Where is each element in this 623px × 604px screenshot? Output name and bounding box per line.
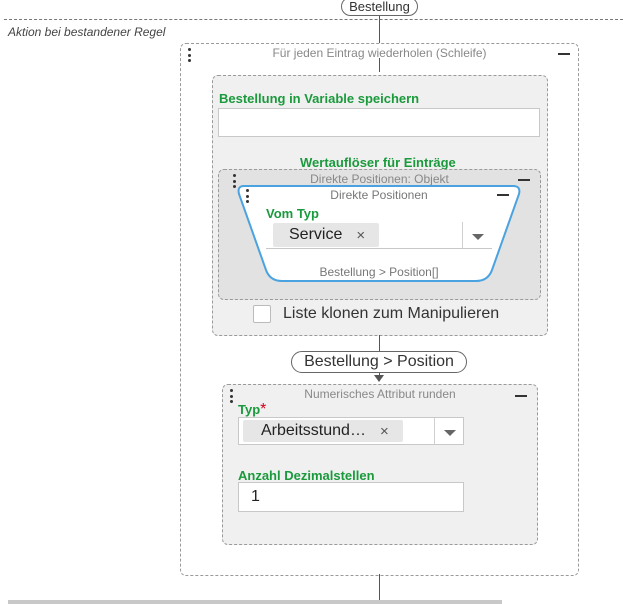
node-bestellung-position[interactable]: Bestellung > Position bbox=[291, 351, 467, 373]
decimals-label: Anzahl Dezimalstellen bbox=[238, 468, 375, 483]
clone-label: Liste klonen zum Manipulieren bbox=[283, 305, 500, 322]
kebab-menu-icon[interactable] bbox=[229, 389, 233, 403]
round-type-chip: Arbeitsstund… × bbox=[243, 420, 403, 442]
kebab-menu-icon[interactable] bbox=[187, 48, 191, 62]
node-bestellung[interactable]: Bestellung bbox=[341, 0, 418, 16]
close-icon[interactable]: × bbox=[379, 422, 389, 440]
type-chip-text: Service bbox=[289, 226, 343, 243]
section-title: Aktion bei bestandener Regel bbox=[8, 25, 166, 39]
loop-title: Für jeden Eintrag wiederholen (Schleife) bbox=[272, 46, 487, 60]
arrow-down-icon bbox=[374, 375, 384, 382]
round-type-label: Typ* bbox=[238, 401, 266, 419]
chevron-down-icon[interactable] bbox=[472, 234, 484, 240]
positions-title: Direkte Positionen bbox=[330, 188, 428, 202]
select-separator bbox=[462, 222, 463, 248]
round-block[interactable]: Numerisches Attribut runden bbox=[222, 384, 538, 545]
decimals-input[interactable]: 1 bbox=[238, 482, 464, 512]
round-type-chip-text: Arbeitsstund… bbox=[261, 422, 366, 439]
select-separator bbox=[434, 418, 435, 444]
horizontal-scrollbar[interactable] bbox=[8, 600, 502, 604]
kebab-menu-icon[interactable] bbox=[245, 189, 249, 203]
variable-name-input[interactable] bbox=[218, 108, 540, 137]
minus-icon[interactable] bbox=[497, 194, 509, 196]
minus-icon[interactable] bbox=[515, 395, 527, 397]
minus-icon[interactable] bbox=[518, 179, 530, 181]
connector-loop bbox=[379, 58, 380, 72]
kebab-menu-icon[interactable] bbox=[232, 174, 236, 188]
clone-checkbox[interactable] bbox=[253, 305, 271, 323]
close-icon[interactable]: × bbox=[356, 226, 366, 244]
type-label: Vom Typ bbox=[266, 206, 319, 221]
round-type-label-text: Typ bbox=[238, 402, 261, 417]
decimals-value: 1 bbox=[251, 488, 260, 505]
save-variable-label: Bestellung in Variable speichern bbox=[219, 91, 420, 106]
required-mark: * bbox=[260, 401, 267, 418]
chevron-down-icon[interactable] bbox=[444, 430, 456, 436]
type-chip-service: Service × bbox=[273, 223, 380, 247]
resolver-heading: Wertauflöser für Einträge bbox=[300, 155, 456, 170]
connector-top bbox=[379, 10, 380, 72]
positions-footer: Bestellung > Position[] bbox=[319, 265, 439, 279]
round-title: Numerisches Attribut runden bbox=[304, 387, 456, 401]
minus-icon[interactable] bbox=[558, 53, 570, 55]
connector-bottom bbox=[379, 574, 380, 604]
section-divider bbox=[4, 19, 623, 20]
resolver-title: Direkte Positionen: Objekt bbox=[310, 172, 449, 186]
